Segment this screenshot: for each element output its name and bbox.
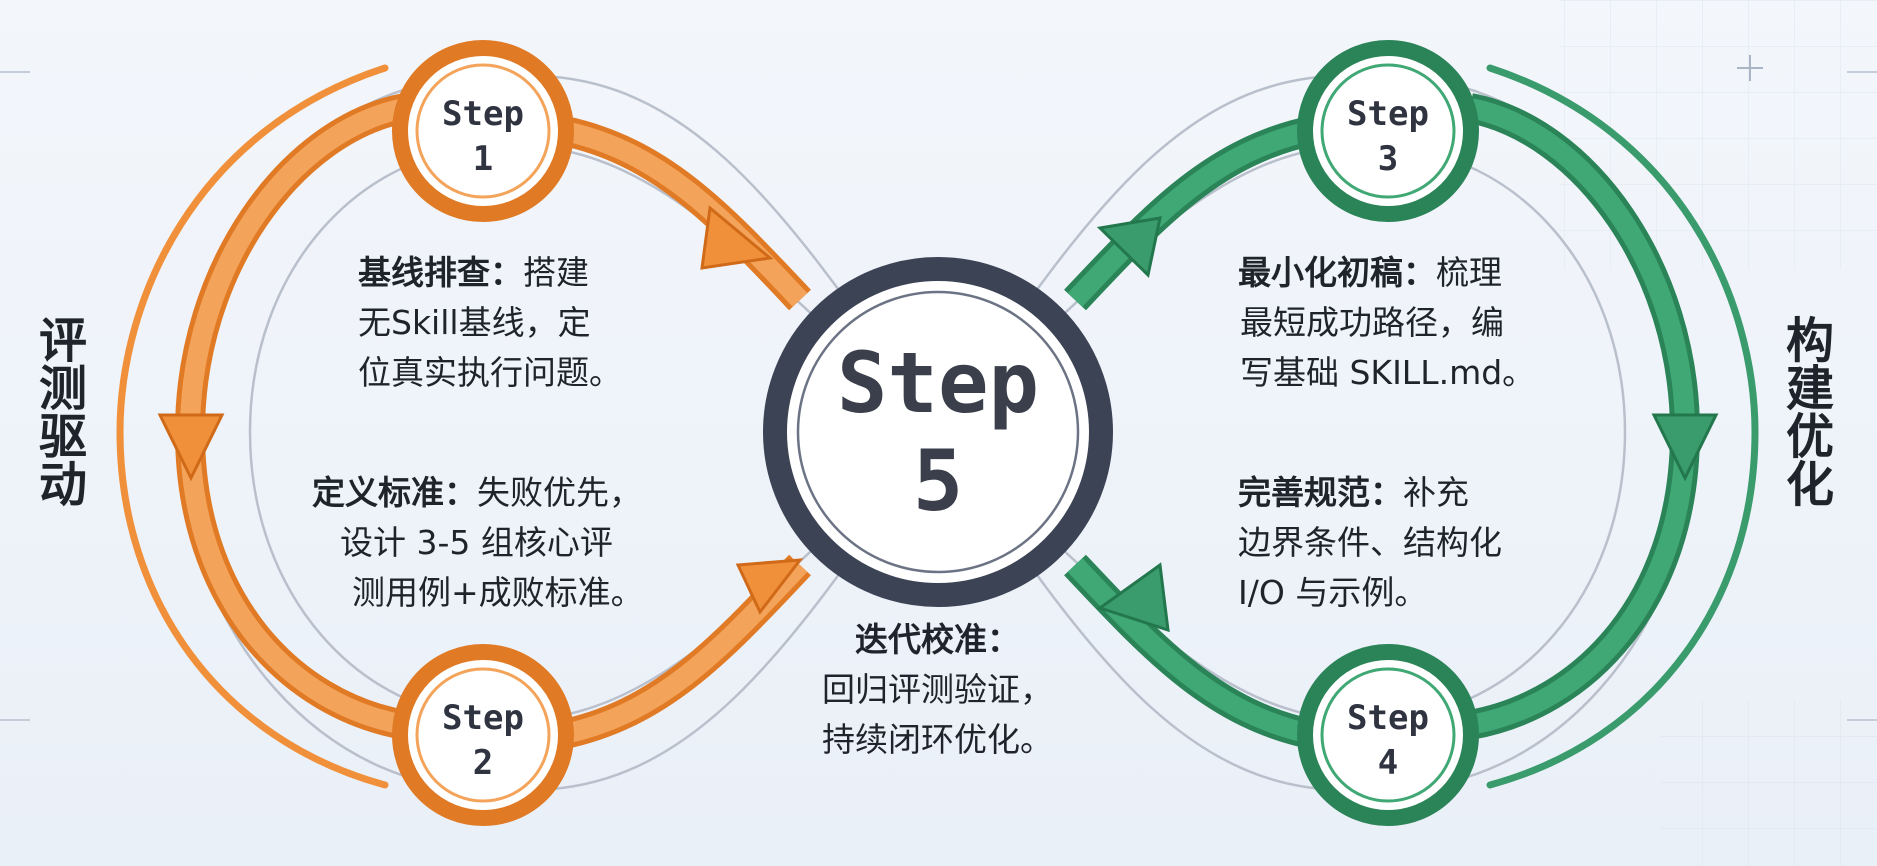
step-4-word: Step [1347,698,1429,738]
desc-criteria-line3: 测用例+成败标准。 [352,573,644,612]
step-2-number: 2 [473,743,493,783]
desc-baseline-line1: 搭建 [523,253,589,292]
desc-draft: 最小化初稿：梳理 最短成功路径，编 写基础 SKILL.md。 [1238,248,1535,398]
step-3-word: Step [1347,94,1429,134]
right-outer-arc [1486,64,1759,789]
arrow-left-down-icon [157,413,225,482]
desc-refine: 完善规范：补充 边界条件、结构化 I/O 与示例。 [1238,468,1502,618]
step-1-word: Step [442,94,524,134]
desc-refine-line3: I/O 与示例。 [1238,573,1428,612]
left-side-label: 评测驱动 [30,315,86,507]
desc-iterate-line1: 回归评测验证， [822,670,1053,709]
desc-criteria-line1: 失败优先， [477,473,642,512]
plus-mark-icon [1737,55,1763,81]
step-4-node: Step 4 [1297,644,1479,826]
step-5-word: Step [837,334,1039,432]
step-1-node: Step 1 [392,40,574,222]
step-5-node: Step 5 [763,257,1113,607]
desc-draft-line2: 最短成功路径，编 [1240,303,1504,342]
grid-patch-bottom-right [1660,700,1877,866]
desc-baseline: 基线排查：搭建 无Skill基线，定 位真实执行问题。 [358,248,622,398]
left-outer-arc [116,64,389,789]
desc-baseline-title: 基线排查： [358,253,523,292]
right-side-label: 构建优化 [1777,315,1833,507]
desc-criteria: 定义标准：失败优先， 设计 3-5 组核心评 测用例+成败标准。 [312,468,644,618]
step-1-number: 1 [473,139,493,179]
desc-baseline-line2: 无Skill基线，定 [358,303,591,342]
desc-criteria-line2: 设计 3-5 组核心评 [340,523,613,562]
arrow-right-down-icon [1651,413,1719,482]
desc-draft-title: 最小化初稿： [1238,253,1436,292]
step-5-number: 5 [913,432,964,530]
step-3-node: Step 3 [1297,40,1479,222]
desc-refine-line2: 边界条件、结构化 [1238,523,1502,562]
arrow-step1-to-5-icon [700,205,774,270]
desc-iterate: 迭代校准： 回归评测验证， 持续闭环优化。 [815,615,1060,765]
step-2-node: Step 2 [392,644,574,826]
desc-baseline-line3: 位真实执行问题。 [358,353,622,392]
edge-ticks [0,71,1877,721]
desc-iterate-line2: 持续闭环优化。 [822,720,1053,759]
arrow-step2-to-5-icon [735,558,804,615]
arrow-step4-to-5-icon [1096,562,1170,633]
desc-iterate-title: 迭代校准： [855,620,1020,659]
desc-refine-title: 完善规范： [1238,473,1403,512]
desc-draft-line3: 写基础 SKILL.md。 [1240,353,1536,392]
desc-draft-line1: 梳理 [1436,253,1502,292]
step-3-number: 3 [1378,139,1398,179]
desc-refine-line1: 补充 [1403,473,1469,512]
desc-criteria-title: 定义标准： [312,473,477,512]
grid-patch-top-right [1560,0,1877,270]
step-2-word: Step [442,698,524,738]
step-4-number: 4 [1378,743,1398,783]
arrow-5-to-step3-icon [1096,216,1162,278]
